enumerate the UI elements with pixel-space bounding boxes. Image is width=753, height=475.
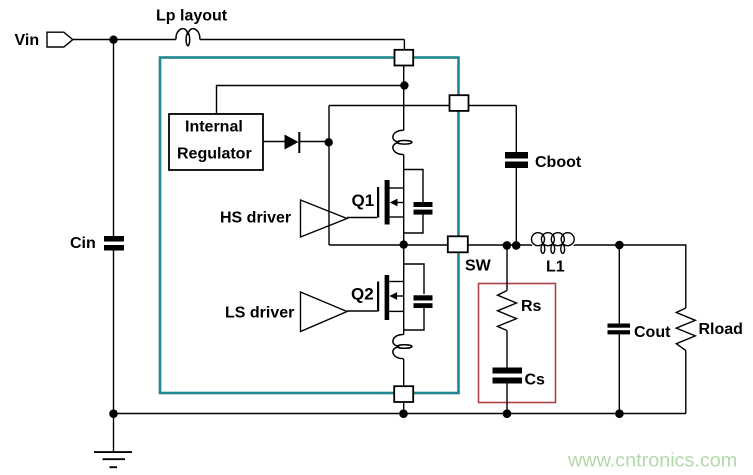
svg-text:Lp layout: Lp layout	[156, 8, 228, 25]
svg-text:LS driver: LS driver	[225, 305, 294, 322]
svg-text:Q2: Q2	[351, 285, 374, 304]
svg-text:Rload: Rload	[699, 321, 743, 338]
svg-text:L1: L1	[546, 259, 565, 276]
svg-text:www.cntronics.com: www.cntronics.com	[567, 450, 737, 472]
svg-text:Rs: Rs	[521, 298, 542, 315]
svg-text:HS driver: HS driver	[220, 210, 291, 227]
svg-text:Cboot: Cboot	[535, 154, 582, 171]
svg-text:Vin: Vin	[15, 32, 40, 49]
svg-text:Cs: Cs	[525, 372, 546, 389]
svg-text:Cout: Cout	[634, 324, 671, 341]
svg-text:Cin: Cin	[70, 235, 96, 252]
svg-text:Regulator: Regulator	[177, 146, 252, 163]
svg-text:Internal: Internal	[185, 119, 243, 136]
svg-text:Q1: Q1	[352, 191, 375, 210]
svg-text:SW: SW	[465, 258, 492, 275]
